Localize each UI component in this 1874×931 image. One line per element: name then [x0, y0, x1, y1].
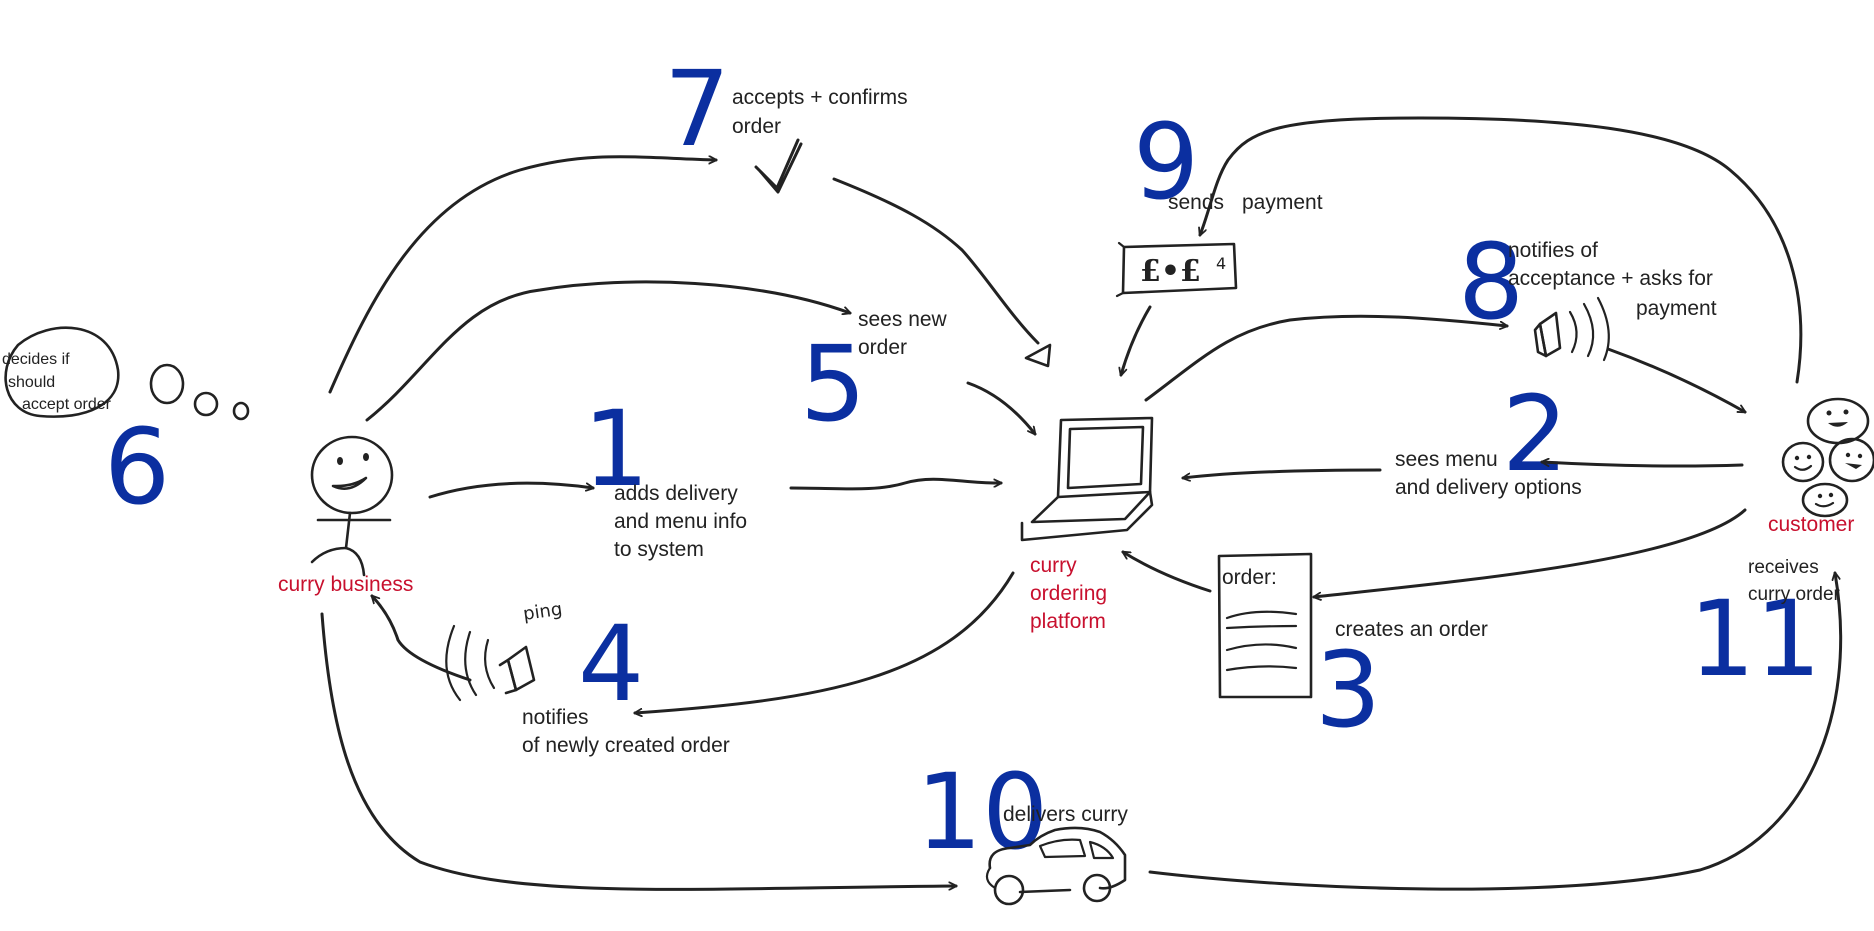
step-5-number: 5	[800, 323, 866, 445]
arrow-customer-to-order	[1314, 508, 1747, 597]
arrow-speaker-to-customer	[1606, 347, 1745, 414]
step-3-label: creates an order	[1335, 618, 1488, 641]
platform-label-line-2: ordering	[1030, 582, 1107, 605]
step-2-number: 2	[1502, 373, 1568, 495]
curry-business-label: curry business	[278, 573, 413, 596]
ping-sound-text: ping	[522, 599, 564, 625]
arrow-step-5-to-platform	[966, 381, 1037, 436]
step-5-label-line-2: order	[858, 336, 907, 359]
step-7-number: 7	[664, 48, 730, 170]
step-5-label-line-1: sees new	[858, 308, 948, 331]
step-9-label-line-1: sends	[1168, 191, 1224, 214]
step-9-label-line-2: payment	[1242, 191, 1323, 214]
arrow-speaker-to-business	[370, 594, 472, 682]
step-11-label-line-2: curry order	[1748, 584, 1841, 605]
arrow-customer-to-step-2	[1542, 462, 1744, 468]
customer-label: customer	[1768, 513, 1854, 536]
step-6-label-line-2: should	[8, 374, 55, 391]
payment-note-digit: 4	[1216, 254, 1226, 273]
speaker-notification-icon	[445, 624, 536, 702]
thought-bubble-icon	[4, 326, 250, 421]
arrow-business-to-step-5	[365, 280, 850, 422]
step-7-label-line-1: accepts + confirms	[732, 86, 908, 109]
step-1-label-line-2: and menu info	[614, 510, 747, 533]
delivery-car-icon	[985, 826, 1127, 906]
arrow-payment-to-platform	[1121, 305, 1152, 375]
arrow-step-1-to-platform	[789, 477, 1001, 491]
step-9-number: 9	[1133, 101, 1199, 223]
step-11-number: 11	[1689, 578, 1821, 700]
platform-label-line-1: curry	[1030, 554, 1077, 577]
arrow-platform-to-step-8	[1144, 314, 1507, 402]
step-10-label: delivers curry	[1003, 803, 1128, 826]
arrow-delivery-to-customer	[1148, 573, 1843, 891]
step-6-label-line-3: accept order	[22, 396, 112, 413]
customers-group-icon	[1781, 397, 1874, 518]
step-2-label-line-2: and delivery options	[1395, 476, 1582, 499]
arrow-customer-to-payment	[1200, 116, 1803, 384]
platform-label-line-3: platform	[1030, 610, 1106, 633]
order-document-title: order:	[1222, 566, 1277, 589]
step-6-number: 6	[104, 406, 170, 528]
arrow-step-7-to-platform	[832, 177, 1040, 345]
step-8-label-line-1: notifies of	[1508, 239, 1598, 262]
step-2-label-line-1: sees menu	[1395, 448, 1498, 471]
speaker-notification-icon-2	[1533, 296, 1610, 362]
arrow-business-to-step-7	[328, 155, 716, 394]
step-6-label-line-1: decides if	[2, 351, 70, 368]
payment-note-icon	[1115, 241, 1238, 298]
arrow-step-2-to-platform	[1183, 468, 1382, 478]
arrow-business-to-step-1	[428, 481, 593, 499]
step-4-number: 4	[578, 603, 644, 725]
step-7-label-line-2: order	[732, 115, 781, 138]
step-7-arrowhead	[1024, 343, 1052, 368]
step-1-label-line-1: adds delivery	[614, 482, 738, 505]
step-1-label-line-3: to system	[614, 538, 704, 561]
order-document-icon	[1217, 552, 1313, 699]
step-10-number: 10	[916, 751, 1048, 873]
arrow-platform-to-step-4	[635, 571, 1015, 713]
step-11-label-line-1: receives	[1748, 557, 1819, 578]
arrow-order-to-platform	[1123, 550, 1212, 593]
payment-note-text: £•£	[1140, 254, 1201, 289]
checkmark-icon	[754, 138, 803, 194]
step-8-label-line-3: payment	[1636, 297, 1717, 320]
step-4-label-line-2: of newly created order	[522, 734, 730, 757]
arrow-business-to-delivery	[320, 612, 956, 891]
business-stick-figure-icon	[310, 435, 394, 577]
step-4-label-line-1: notifies	[522, 706, 589, 729]
laptop-icon	[1020, 416, 1154, 542]
step-8-label-line-2: acceptance + asks for	[1508, 267, 1713, 290]
step-3-number: 3	[1315, 629, 1381, 751]
